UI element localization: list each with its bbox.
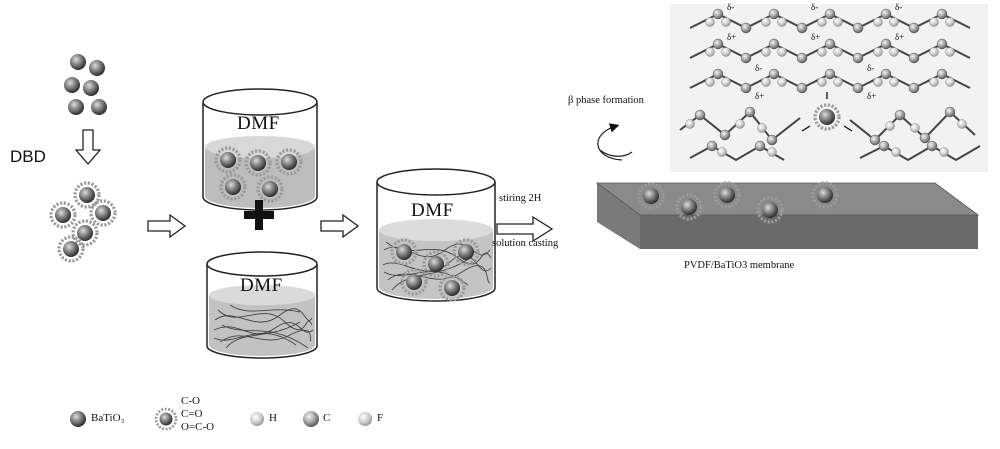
charge-label: δ+ [727, 32, 737, 42]
legend-f-label: F [377, 412, 384, 424]
charge-label: δ- [811, 2, 819, 12]
membrane-label: PVDF/BaTiO3 membrane [684, 260, 795, 271]
dmf-label-bottom: DMF [240, 275, 283, 296]
legend-group-co: C-O [181, 395, 200, 407]
right-arrow-icon [147, 213, 187, 239]
beaker-bottom [206, 251, 318, 359]
legend-h-label: H [269, 412, 277, 424]
dmf-label-top: DMF [237, 113, 280, 134]
beta-phase-label: β phase formation [568, 95, 644, 106]
legend-c-label: C [323, 412, 331, 424]
charge-label: δ- [755, 63, 763, 73]
charge-label: δ- [867, 63, 875, 73]
legend-batio3-label: BaTiO₃ [91, 412, 125, 424]
stiring-label: stiring 2H [499, 193, 542, 204]
legend-group-ocoo: O=C-O [181, 421, 215, 433]
charge-label: δ+ [755, 91, 765, 101]
right-arrow-icon [496, 215, 554, 243]
pvdf-batio3-membrane-slab [595, 181, 980, 249]
beaker-top [202, 88, 318, 211]
dbd-label: DBD [10, 147, 46, 166]
dmf-label-mix: DMF [411, 200, 454, 221]
bare-batio3-particles [64, 54, 107, 115]
legend-groups: C-O C=O O=C-O [181, 395, 214, 434]
coated-batio3-particles [49, 181, 117, 263]
plus-icon [244, 200, 274, 230]
charge-label: δ- [727, 2, 735, 12]
down-arrow-icon [74, 129, 102, 165]
pvdf-beta-structure [670, 4, 988, 172]
charge-label: δ- [895, 2, 903, 12]
solution-casting-label: solution casting [492, 238, 559, 249]
charge-label: δ+ [895, 32, 905, 42]
beaker-mix [376, 168, 496, 302]
charge-label: δ+ [867, 91, 877, 101]
legend-group-c-double-o: C=O [181, 408, 203, 420]
pvdf-fibers [213, 304, 314, 349]
charge-label: δ+ [811, 32, 821, 42]
right-arrow-icon [320, 213, 360, 239]
legend-symbols [70, 407, 372, 431]
rotation-arrow-icon [597, 123, 633, 161]
